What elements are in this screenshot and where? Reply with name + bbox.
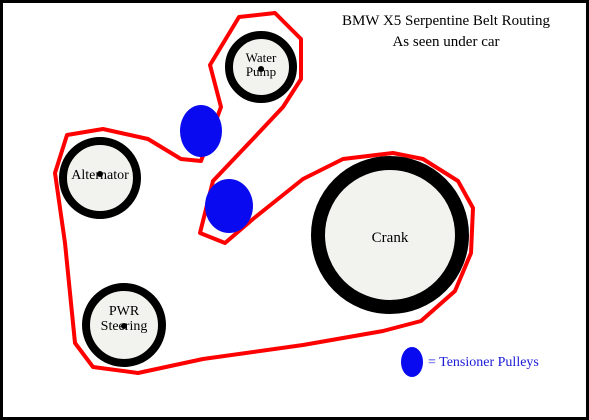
alternator-pulley — [59, 137, 141, 219]
power-steering-hub — [121, 323, 127, 329]
serpentine-belt — [53, 11, 475, 375]
crank-pulley — [311, 156, 469, 314]
diagram-title: BMW X5 Serpentine Belt Routing — [341, 13, 551, 29]
upper-tensioner-pulley — [180, 105, 222, 157]
water-pump-label: Water Pump — [245, 50, 277, 80]
lower-tensioner-pulley — [205, 179, 253, 233]
alternator-hub — [97, 171, 103, 177]
alternator-label: Alternator — [71, 168, 129, 183]
diagram-subtitle: As seen under car — [392, 34, 500, 50]
belt-routing-diagram — [53, 11, 475, 377]
legend-label: = Tensioner Pulleys — [428, 355, 539, 370]
water-pump-hub — [258, 66, 264, 72]
legend-tensioner-swatch — [401, 347, 423, 377]
crank-label: Crank — [371, 230, 409, 246]
power-steering-label: PWR Steering — [100, 304, 148, 335]
